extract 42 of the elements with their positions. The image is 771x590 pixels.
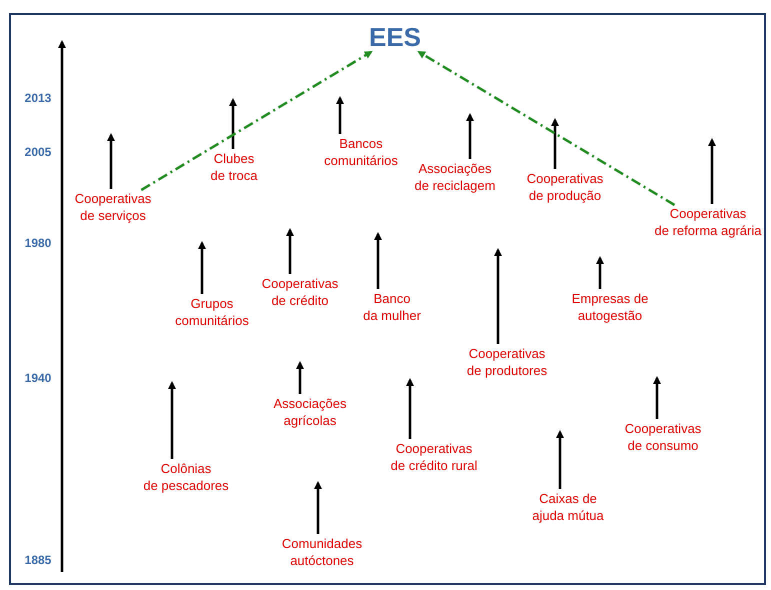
node-label: Comunidades autóctones [282,535,362,569]
node-label: Clubes de troca [210,150,258,184]
arrow [653,376,661,419]
heading-label: EES [368,22,422,52]
arrow [229,98,237,149]
arrow [417,50,676,206]
arrow [296,361,304,394]
node-label: Empresas de autogestão [572,290,648,324]
node-label: Cooperativas de produtores [466,345,548,379]
arrow [168,381,176,459]
node-label: Bancos comunitários [324,135,398,169]
node-label: Colônias de pescadores [143,460,229,494]
arrow [107,133,115,189]
arrow [551,118,559,169]
node-label: Cooperativas de consumo [624,420,702,454]
arrow [314,481,322,534]
arrow [286,228,294,274]
arrow [374,232,382,289]
node-label: Cooperativas de reforma agrária [654,205,762,239]
arrow [466,113,474,159]
arrow [596,256,604,289]
year-label: 1980 [24,236,52,250]
node-label: Cooperativas de produção [526,170,604,204]
node-label: Associações agrícolas [274,395,346,429]
node-label: Grupos comunitários [175,295,249,329]
arrow [494,248,502,344]
year-label: 2005 [24,145,52,159]
arrow [336,96,344,134]
year-label: 1940 [24,371,52,385]
node-label: Caixas de ajuda mútua [532,490,604,524]
arrow [140,50,373,192]
arrow [406,378,414,439]
year-label: 2013 [24,91,52,105]
year-label: 1885 [24,553,52,567]
node-label: Banco da mulher [363,290,421,324]
node-label: Cooperativas de serviços [74,190,152,224]
arrow [556,430,564,489]
arrow [708,138,716,204]
arrow [198,241,206,294]
node-label: Cooperativas de crédito rural [390,440,478,474]
node-label: Associações de reciclagem [414,160,496,194]
node-label: Cooperativas de crédito [262,275,338,309]
